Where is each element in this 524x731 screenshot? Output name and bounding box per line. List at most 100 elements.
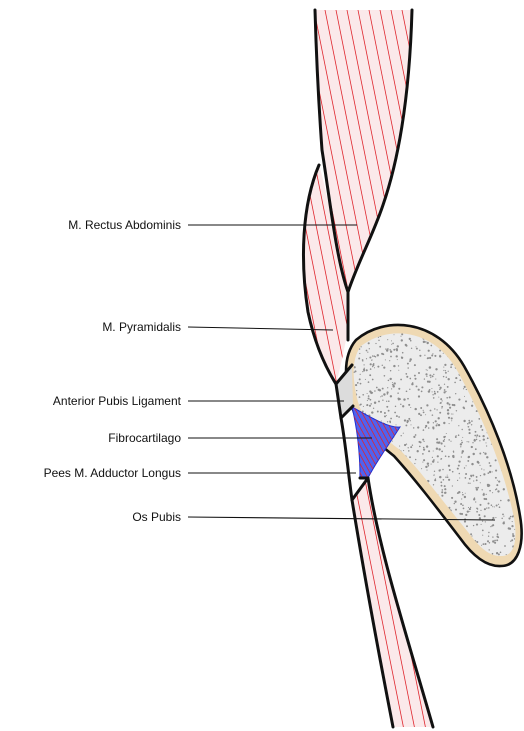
bone-speckle-dot (484, 515, 486, 517)
bone-speckle-dot (458, 346, 459, 347)
bone-speckle-dot (425, 427, 426, 428)
bone-speckle-dot (381, 395, 383, 397)
bone-speckle-dot (378, 337, 379, 338)
bone-speckle-dot (443, 422, 445, 424)
bone-speckle-dot (440, 402, 442, 404)
bone-speckle-dot (407, 483, 409, 485)
bone-speckle-dot (429, 357, 431, 359)
bone-speckle-dot (438, 514, 440, 516)
bone-speckle-dot (433, 530, 435, 532)
bone-speckle-dot (427, 532, 428, 533)
bone-speckle-dot (409, 456, 411, 458)
bone-speckle-dot (355, 458, 356, 459)
bone-speckle-dot (451, 413, 452, 414)
bone-speckle-dot (433, 530, 435, 532)
bone-speckle-dot (483, 473, 485, 475)
bone-speckle-dot (429, 520, 431, 522)
bone-speckle-dot (376, 514, 378, 516)
bone-speckle-dot (481, 330, 482, 331)
bone-speckle-dot (448, 465, 450, 467)
bone-speckle-dot (485, 442, 486, 443)
bone-speckle-dot (503, 412, 506, 415)
bone-speckle-dot (496, 552, 498, 554)
bone-speckle-dot (488, 536, 489, 537)
bone-speckle-dot (497, 349, 498, 350)
bone-speckle-dot (455, 340, 457, 342)
bone-speckle-dot (418, 395, 420, 397)
bone-speckle-dot (492, 370, 494, 372)
bone-speckle-dot (435, 562, 437, 564)
bone-speckle-dot (436, 512, 437, 513)
bone-speckle-dot (486, 494, 487, 495)
bone-speckle-dot (509, 382, 511, 384)
bone-speckle-dot (393, 321, 395, 323)
bone-speckle-dot (482, 521, 483, 522)
bone-speckle-dot (387, 421, 388, 422)
bone-speckle-dot (489, 465, 491, 467)
bone-speckle-dot (492, 536, 493, 537)
bone-speckle-dot (419, 541, 421, 543)
bone-speckle-dot (452, 485, 453, 486)
bone-speckle-dot (517, 384, 518, 385)
bone-speckle-dot (403, 479, 405, 481)
bone-speckle-dot (444, 364, 446, 366)
bone-speckle-dot (392, 441, 393, 442)
bone-speckle-dot (471, 446, 473, 448)
bone-speckle-dot (381, 496, 382, 497)
bone-speckle-dot (401, 481, 402, 482)
bone-speckle-dot (497, 480, 498, 481)
bone-speckle-dot (479, 435, 481, 437)
bone-speckle-dot (405, 561, 406, 562)
bone-speckle-dot (374, 355, 376, 357)
bone-speckle-dot (423, 449, 425, 451)
bone-speckle-dot (438, 564, 440, 566)
bone-speckle-dot (486, 403, 488, 405)
bone-speckle-dot (351, 477, 353, 479)
bone-speckle-dot (382, 388, 384, 390)
bone-speckle-dot (389, 550, 390, 551)
bone-speckle-dot (402, 476, 404, 478)
bone-speckle-dot (379, 493, 381, 495)
bone-speckle-dot (467, 460, 469, 462)
bone-speckle-dot (430, 345, 432, 347)
bone-speckle-dot (468, 507, 469, 508)
bone-speckle-dot (497, 393, 498, 394)
bone-speckle-dot (368, 397, 370, 399)
bone-speckle-dot (433, 541, 435, 543)
bone-speckle-dot (460, 446, 461, 447)
bone-speckle-dot (476, 410, 478, 412)
hatch-line (280, 400, 330, 490)
bone-speckle-dot (446, 330, 448, 332)
bone-speckle-dot (355, 335, 357, 337)
bone-speckle-dot (401, 356, 402, 357)
bone-speckle-dot (457, 468, 459, 470)
bone-speckle-dot (492, 517, 494, 519)
bone-speckle-dot (428, 509, 430, 511)
bone-speckle-dot (372, 479, 374, 481)
bone-speckle-dot (374, 492, 376, 494)
bone-speckle-dot (448, 417, 450, 419)
bone-speckle-dot (376, 506, 378, 508)
bone-speckle-dot (428, 550, 430, 552)
bone-speckle-dot (413, 514, 414, 515)
bone-speckle-dot (466, 389, 467, 390)
bone-speckle-dot (490, 526, 491, 527)
bone-speckle-dot (383, 500, 384, 501)
bone-speckle-dot (481, 369, 483, 371)
bone-speckle-dot (425, 545, 426, 546)
bone-speckle-dot (478, 348, 480, 350)
hatch-line (433, 0, 497, 320)
bone-speckle-dot (367, 400, 368, 401)
bone-speckle-dot (353, 546, 355, 548)
bone-speckle-dot (455, 377, 457, 379)
bone-speckle-dot (374, 323, 376, 325)
bone-speckle-dot (411, 498, 413, 500)
bone-speckle-dot (514, 538, 515, 539)
bone-speckle-dot (480, 510, 481, 511)
bone-speckle-dot (395, 548, 397, 550)
bone-speckle-dot (467, 324, 469, 326)
bone-speckle-dot (454, 501, 456, 503)
bone-speckle-dot (493, 365, 495, 367)
bone-speckle-dot (502, 514, 504, 516)
bone-speckle-dot (422, 551, 423, 552)
